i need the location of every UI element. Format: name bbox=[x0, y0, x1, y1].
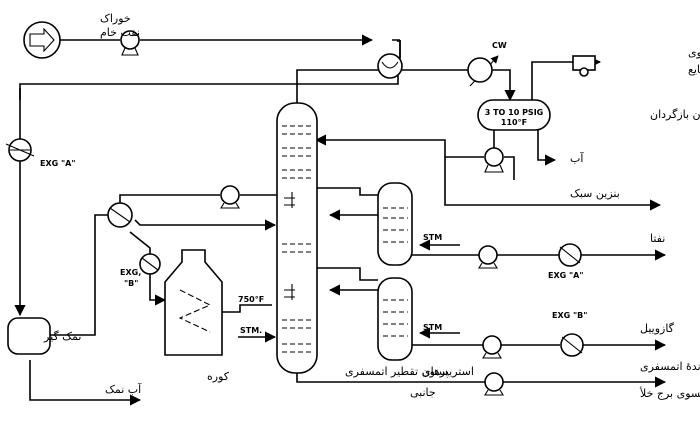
exg-b-left-exchanger-icon bbox=[139, 253, 161, 275]
side-stripper-1 bbox=[377, 182, 413, 266]
feed-label: خوراک bbox=[100, 12, 131, 25]
pumparound-return-line bbox=[134, 219, 277, 231]
side-strippers-label-2: جانبی bbox=[410, 386, 436, 399]
lpg-recovery-label: بازیافت گاز مایع bbox=[688, 63, 700, 76]
exg-a-right-label: EXG "A" bbox=[548, 271, 584, 280]
feed-arrow-icon bbox=[23, 21, 61, 59]
exgb-to-furnace-line bbox=[149, 272, 167, 306]
stm-col-label: STM. bbox=[240, 326, 262, 335]
overhead-vapor-line bbox=[296, 69, 378, 108]
feed-exchanger-top-icon bbox=[377, 53, 403, 79]
side-stripper-2 bbox=[377, 277, 413, 361]
atm-column-label: ستون تقطیر اتمسفری bbox=[345, 365, 448, 378]
reflux-tank-label: مخزن بازگردان bbox=[650, 108, 700, 121]
pumparound-pump-icon bbox=[220, 185, 240, 209]
side-draw-2-line bbox=[316, 267, 378, 281]
furnace-label: کوره bbox=[207, 370, 230, 383]
residue-pump-icon bbox=[484, 372, 504, 396]
furnace-to-column-line bbox=[222, 304, 272, 313]
light-naphtha-label: بنزین سبک bbox=[570, 187, 620, 200]
side-strippers-label-1: استریپرهای bbox=[422, 365, 474, 378]
to-vacuum-label: بسوی برج خلأ bbox=[639, 386, 700, 400]
gas-outlet-line bbox=[531, 61, 575, 100]
pumparound-exchanger-icon bbox=[107, 202, 133, 228]
drum-temperature-label: 110°F bbox=[501, 118, 527, 127]
exg-b-left-label-1: EXG, bbox=[120, 268, 141, 277]
water-label: آب bbox=[570, 151, 584, 165]
condenser-icon bbox=[467, 57, 493, 83]
atm-residue-label: باقیماندهٔ اتمسفری bbox=[640, 360, 700, 373]
naphtha-label: نفتا bbox=[650, 232, 665, 245]
exg-a-left-label: EXG "A" bbox=[40, 159, 76, 168]
desalter-feed-line bbox=[14, 74, 399, 317]
desalter-to-exchanger-line bbox=[40, 214, 110, 336]
pumparound-line-2 bbox=[119, 194, 220, 205]
salt-water-label: آب نمک bbox=[105, 382, 142, 396]
reflux-drum bbox=[477, 99, 551, 131]
gas-oil-pump-icon bbox=[482, 335, 502, 359]
exg-b-right-label: EXG "B" bbox=[552, 311, 587, 320]
light-naphtha-line bbox=[444, 156, 660, 205]
exchanger-to-exgb-line bbox=[129, 231, 151, 255]
salt-water-line bbox=[29, 360, 142, 406]
gas-oil-label: گازوییل bbox=[640, 322, 675, 335]
exg-b-left-label-2: "B" bbox=[124, 279, 138, 288]
furnace bbox=[164, 249, 223, 356]
side-draw-1-line bbox=[316, 187, 378, 196]
stm2-label: STM bbox=[423, 323, 442, 332]
stm1-label: STM bbox=[423, 233, 442, 242]
stripper1-bottom-line bbox=[399, 254, 480, 262]
water-outlet-line bbox=[537, 128, 557, 166]
desalter-label: نمک گیر bbox=[43, 330, 81, 343]
crude-oil-label: نفت خام bbox=[100, 26, 140, 39]
reflux-return-line bbox=[314, 134, 484, 158]
gas-recovery-valve-icon bbox=[572, 55, 596, 77]
exg-b-right-exchanger-icon bbox=[560, 333, 584, 357]
temp-750-label: 750°F bbox=[238, 295, 264, 304]
exg-a-right-exchanger-icon bbox=[558, 243, 582, 267]
atmospheric-column bbox=[276, 102, 318, 374]
column-bottom-line bbox=[296, 370, 485, 383]
exg-a-left-exchanger-icon bbox=[5, 138, 35, 162]
gas-to-label: گاز بسوی bbox=[688, 46, 700, 59]
feed-pump-icon bbox=[120, 30, 140, 56]
cw-to-drum-line bbox=[492, 69, 516, 102]
desalter-vessel bbox=[7, 317, 51, 355]
reflux-pump-icon bbox=[484, 147, 504, 173]
drum-pressure-label: 3 TO 10 PSIG bbox=[485, 108, 543, 117]
naphtha-pump-icon bbox=[478, 245, 498, 269]
cw-label: CW bbox=[492, 41, 507, 50]
